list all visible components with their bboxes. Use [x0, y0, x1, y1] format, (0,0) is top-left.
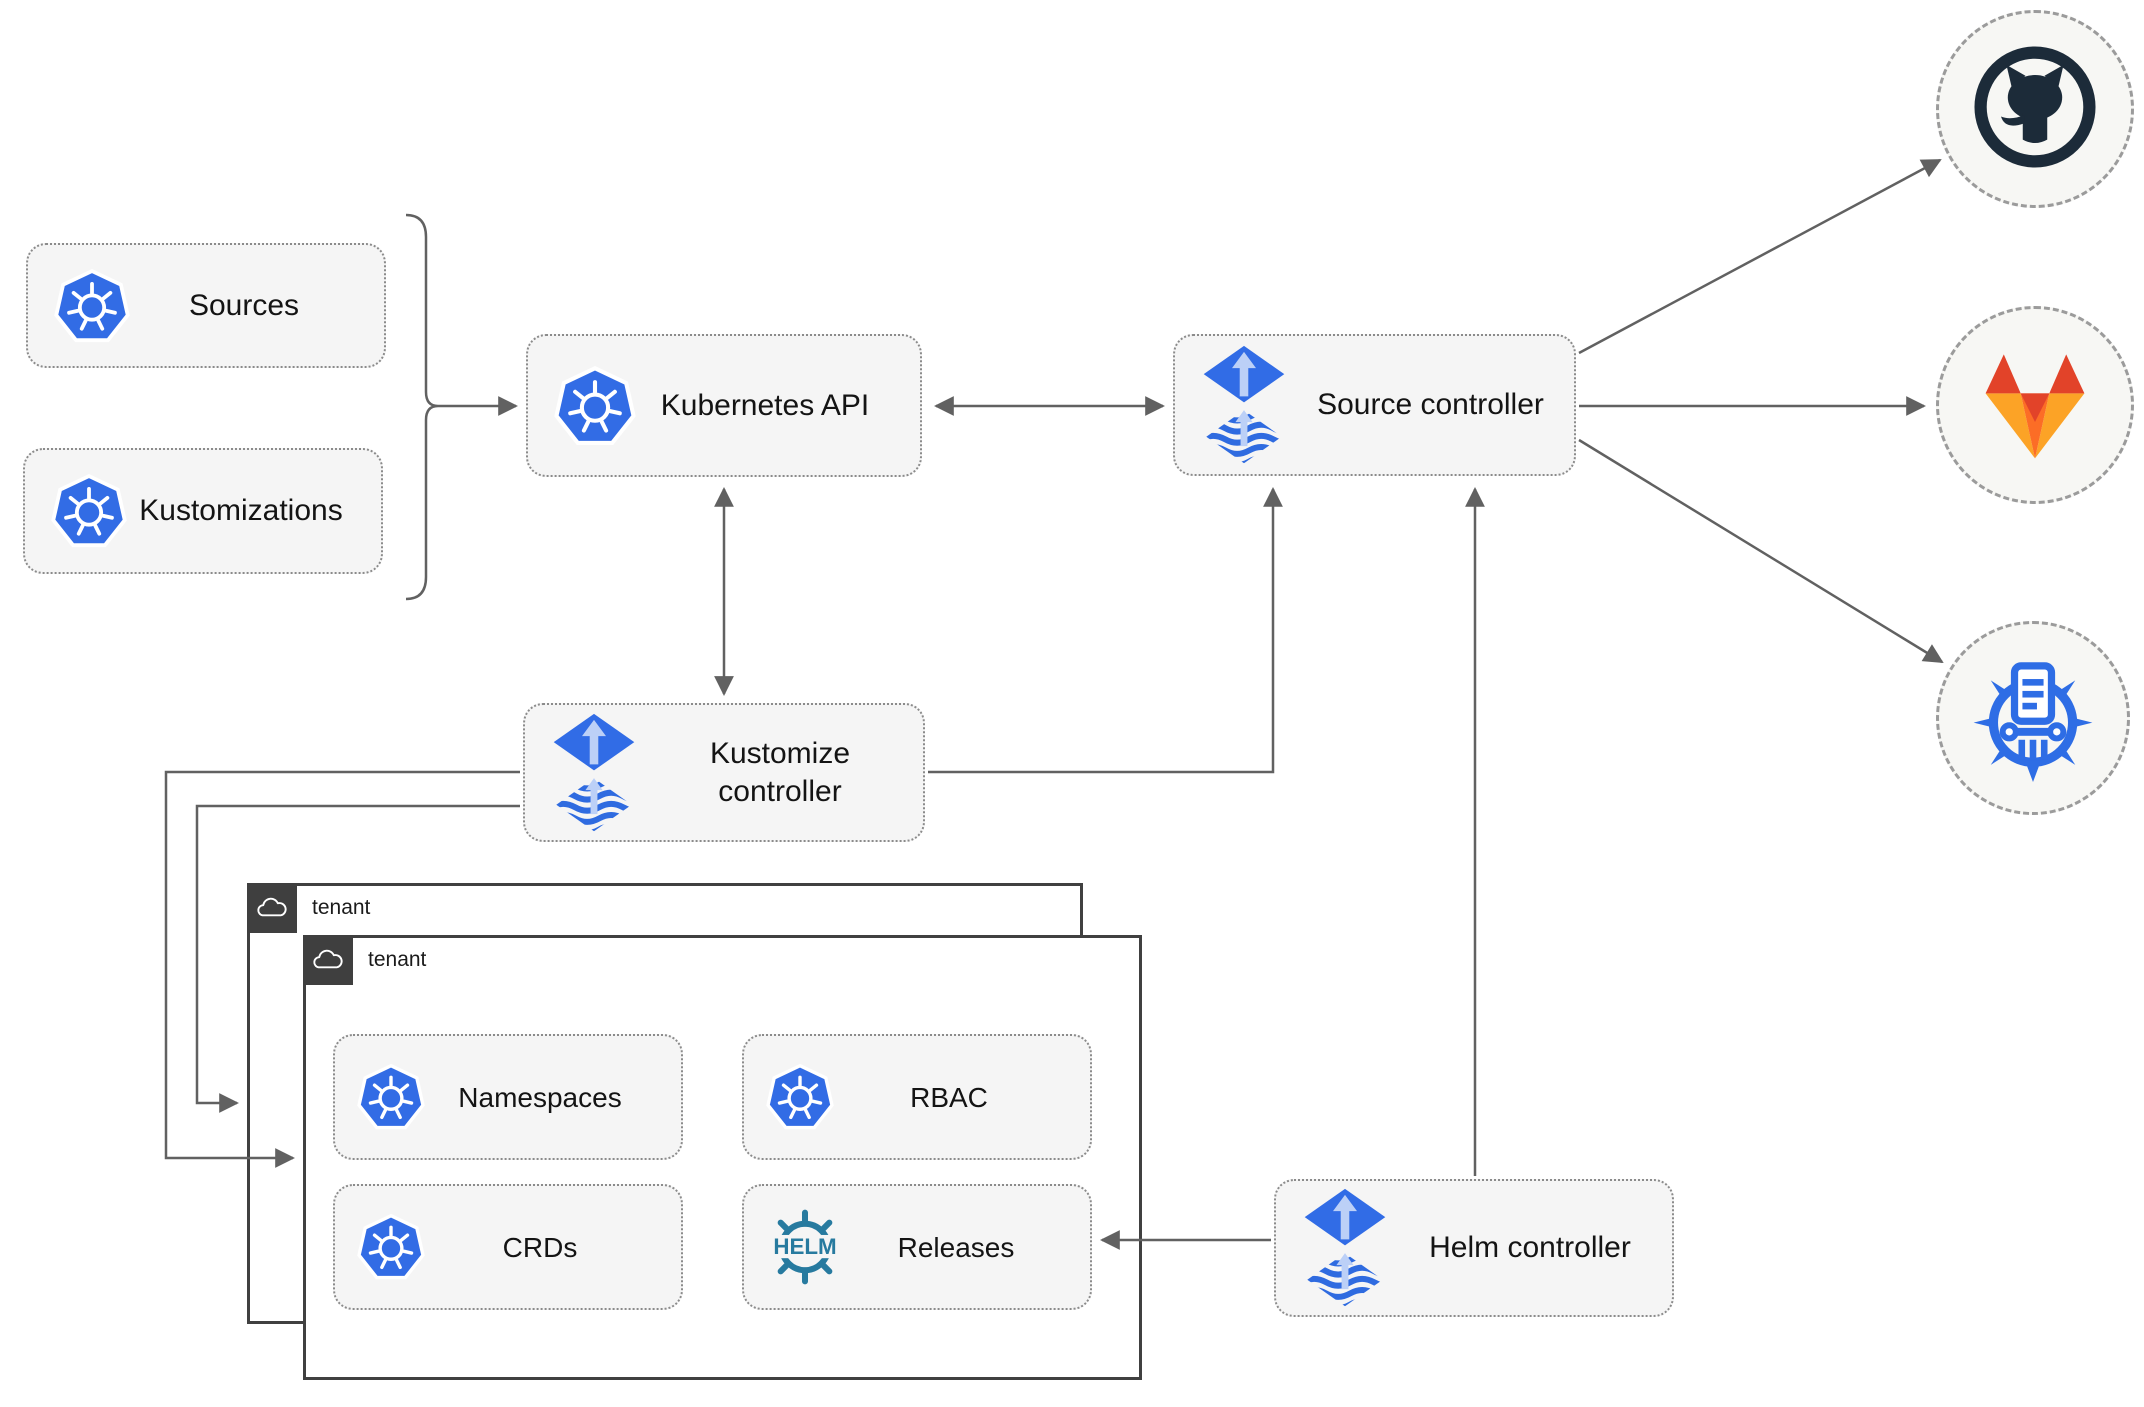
node-releases: HELM Releases	[742, 1184, 1092, 1310]
node-kubernetes-api: Kubernetes API	[526, 334, 922, 477]
node-kubernetes-api-label: Kubernetes API	[660, 388, 870, 422]
node-source-controller-label: Source controller	[1317, 388, 1544, 422]
kubernetes-icon	[357, 1063, 425, 1131]
github-endpoint	[1936, 10, 2134, 208]
tenant-front-header: tenant	[303, 935, 426, 985]
node-helm-controller-label: Helm controller	[1429, 1231, 1631, 1265]
sources-group-brace	[405, 213, 439, 601]
node-crds: CRDs	[333, 1184, 683, 1310]
kubernetes-icon	[54, 268, 130, 344]
tenant-front-label: tenant	[368, 948, 427, 971]
node-sources: Sources	[26, 243, 386, 368]
node-namespaces-label: Namespaces	[458, 1081, 622, 1113]
node-sources-label: Sources	[188, 288, 300, 322]
gitlab-endpoint	[1936, 306, 2134, 504]
gitlab-icon	[1970, 344, 2100, 466]
helm-icon-text: HELM	[773, 1234, 836, 1259]
node-source-controller: Source controller	[1173, 334, 1576, 476]
node-kustomize-controller: Kustomize controller	[523, 703, 925, 842]
wire-source-to-chartmuseum	[1578, 438, 1944, 664]
node-kustomize-controller-label: Kustomize controller	[709, 737, 851, 808]
node-rbac-label: RBAC	[910, 1081, 988, 1113]
node-crds-label: CRDs	[502, 1231, 578, 1263]
chartmuseum-endpoint	[1936, 621, 2130, 815]
wire-source-to-github	[1578, 158, 1942, 355]
wire-kustomize-to-source	[928, 487, 1283, 774]
flux-icon	[1201, 345, 1287, 465]
chartmuseum-icon	[1967, 650, 2099, 787]
cloud-icon	[303, 935, 353, 985]
kubernetes-icon	[51, 473, 127, 549]
node-kustomizations-label: Kustomizations	[139, 494, 343, 528]
flux-icon	[551, 713, 637, 833]
node-namespaces: Namespaces	[333, 1034, 683, 1160]
kubernetes-icon	[357, 1213, 425, 1281]
tenant-back-header: tenant	[247, 883, 370, 933]
kubernetes-icon	[554, 365, 636, 447]
node-kustomizations: Kustomizations	[23, 448, 383, 574]
node-releases-label: Releases	[897, 1231, 1015, 1263]
tenant-back-label: tenant	[312, 896, 371, 919]
kubernetes-icon	[766, 1063, 834, 1131]
flux-icon	[1302, 1188, 1388, 1308]
helm-icon: HELM	[762, 1204, 848, 1290]
cloud-icon	[247, 883, 297, 933]
github-icon	[1967, 39, 2103, 180]
node-helm-controller: Helm controller	[1274, 1179, 1674, 1317]
node-rbac: RBAC	[742, 1034, 1092, 1160]
